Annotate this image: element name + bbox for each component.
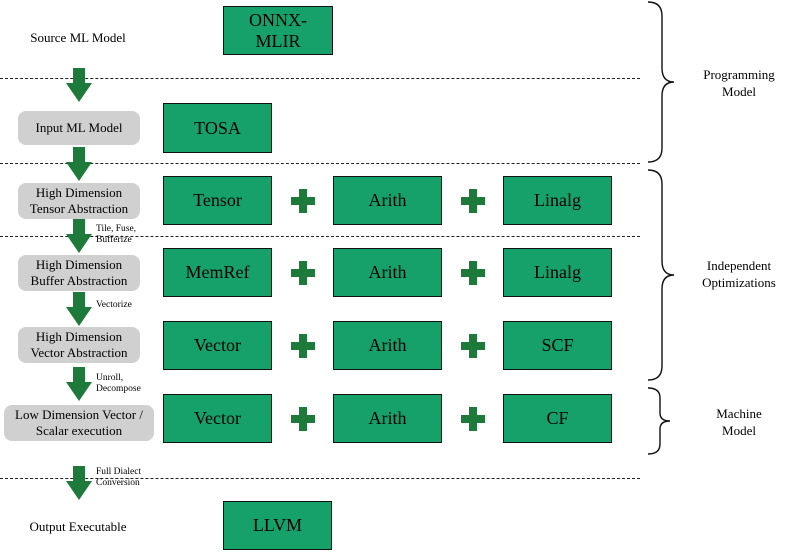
separator-line (0, 163, 640, 164)
stage-low: Low Dimension Vector / Scalar execution (4, 405, 154, 441)
dialect-arith: Arith (333, 248, 442, 297)
dialect-arith: Arith (333, 321, 442, 370)
transform-unroll-line1: Unroll, (96, 373, 124, 383)
transform-unroll: Unroll, Decompose (96, 373, 141, 395)
plus-icon (461, 334, 485, 358)
dialect-memref: MemRef (163, 248, 272, 297)
transform-vectorize: Vectorize (96, 300, 132, 310)
down-arrow-icon (66, 466, 92, 500)
down-arrow-icon (66, 367, 92, 401)
group-programming-line2: Model (722, 84, 756, 99)
group-machine-line1: Machine (716, 406, 762, 421)
down-arrow-icon (66, 219, 92, 253)
group-programming-model: Programming Model (674, 66, 800, 100)
separator-line (0, 78, 640, 79)
dialect-cf: CF (503, 394, 612, 443)
dialect-vector: Vector (163, 394, 272, 443)
transform-full-line1: Full Dialect (96, 467, 142, 477)
separator-line (0, 478, 640, 479)
group-independent-optimizations: Independent Optimizations (674, 257, 800, 291)
dialect-tosa: TOSA (163, 103, 272, 153)
plus-icon (291, 189, 315, 213)
brace-icon (647, 1, 675, 455)
transform-unroll-line2: Decompose (96, 384, 141, 394)
group-machine-model: Machine Model (674, 405, 800, 439)
plus-icon (461, 189, 485, 213)
stage-buffer-line2: Buffer Abstraction (30, 273, 128, 288)
group-independent-line2: Optimizations (702, 275, 776, 290)
transform-full: Full Dialect Conversion (96, 467, 141, 489)
transform-full-line2: Conversion (96, 478, 140, 488)
group-machine-line2: Model (722, 423, 756, 438)
plus-icon (291, 334, 315, 358)
plus-icon (291, 261, 315, 285)
plus-icon (461, 261, 485, 285)
dialect-onnx-line1: ONNX- (249, 9, 307, 30)
down-arrow-icon (66, 68, 92, 102)
separator-line (0, 236, 640, 237)
dialect-linalg: Linalg (503, 176, 612, 225)
plus-icon (291, 407, 315, 431)
stage-vector-line2: Vector Abstraction (30, 345, 128, 360)
stage-buffer-line1: High Dimension (35, 257, 123, 272)
dialect-linalg: Linalg (503, 248, 612, 297)
group-programming-line1: Programming (703, 67, 775, 82)
dialect-vector: Vector (163, 321, 272, 370)
dialect-onnx-line2: MLIR (255, 30, 301, 51)
stage-low-line2: Scalar execution (35, 423, 123, 438)
dialect-onnx-mlir: ONNX- MLIR (223, 6, 333, 55)
transform-tile: Tile, Fuse, Bufferize (96, 224, 136, 246)
stage-tensor: High Dimension Tensor Abstraction (18, 183, 140, 219)
stage-output: Output Executable (29, 519, 127, 534)
stage-input: Input ML Model (18, 111, 140, 145)
dialect-arith: Arith (333, 176, 442, 225)
stage-tensor-line1: High Dimension (35, 185, 123, 200)
dialect-llvm: LLVM (223, 501, 332, 550)
down-arrow-icon (66, 292, 92, 326)
stage-buffer: High Dimension Buffer Abstraction (18, 255, 140, 291)
stage-vector: High Dimension Vector Abstraction (18, 327, 140, 363)
plus-icon (461, 407, 485, 431)
stage-low-line1: Low Dimension Vector / (15, 407, 143, 422)
transform-tile-line1: Tile, Fuse, (96, 224, 137, 234)
dialect-arith: Arith (333, 394, 442, 443)
stage-input-label: Input ML Model (35, 120, 123, 135)
group-independent-line1: Independent (706, 258, 772, 273)
dialect-tensor: Tensor (163, 176, 272, 225)
stage-vector-line1: High Dimension (35, 329, 123, 344)
transform-tile-line2: Bufferize (96, 235, 132, 245)
stage-tensor-line2: Tensor Abstraction (29, 201, 129, 216)
down-arrow-icon (66, 147, 92, 181)
dialect-scf: SCF (503, 321, 612, 370)
stage-source: Source ML Model (30, 30, 126, 45)
